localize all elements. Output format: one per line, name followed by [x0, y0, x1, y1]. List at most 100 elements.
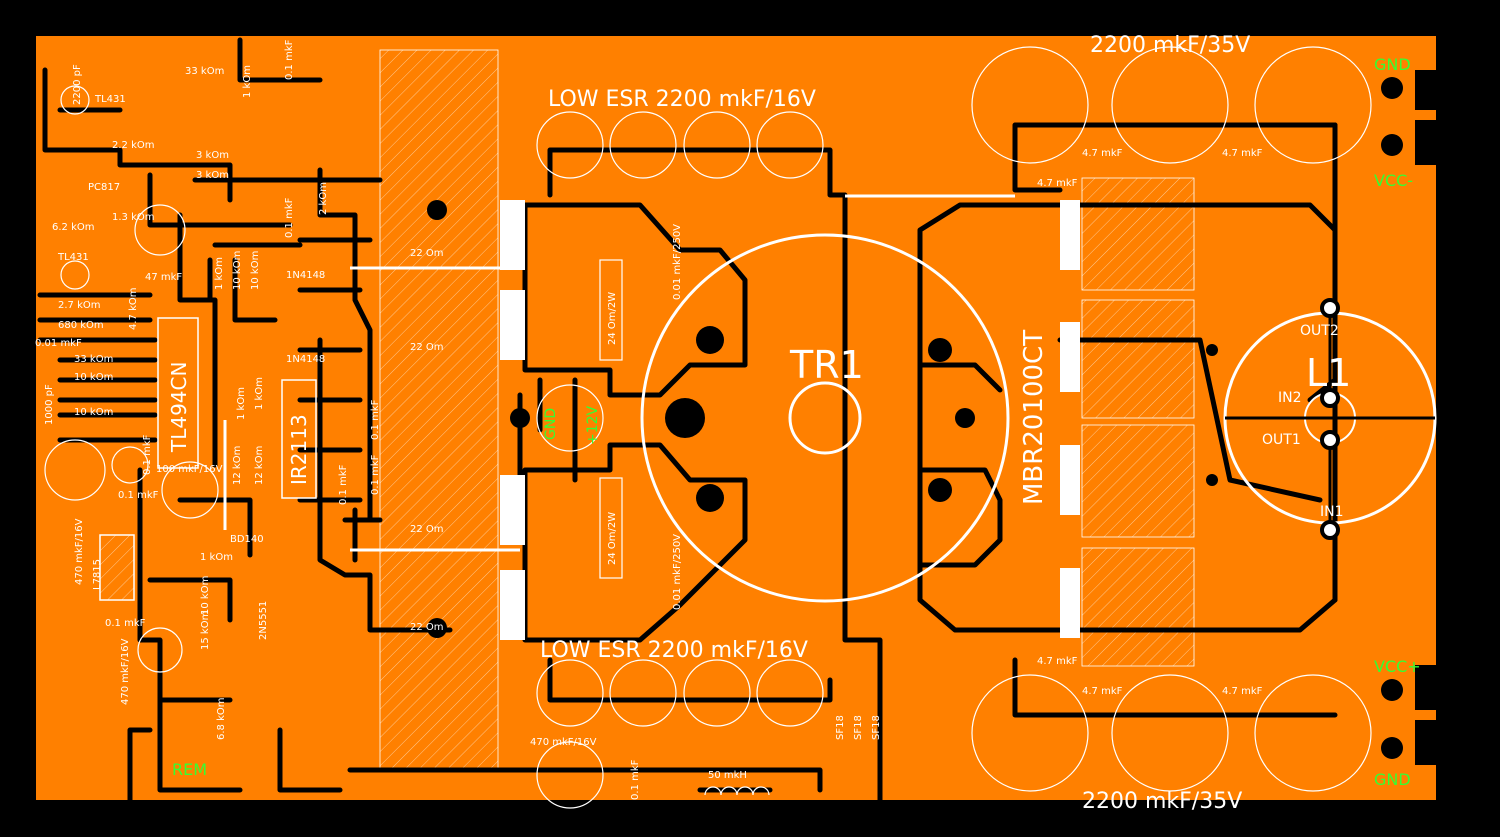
label-tl431-top: TL431 — [94, 94, 126, 105]
label-c-470-c: 470 mkF/16V — [530, 737, 597, 748]
label-c-47mkf-3: 4.7 mkF — [1037, 178, 1078, 189]
label-c-47mkf-1: 4.7 mkF — [1082, 148, 1123, 159]
mosfet-package-mid — [500, 290, 525, 360]
heatsink-area-right-3 — [1081, 424, 1195, 538]
traces — [37, 37, 1338, 803]
label-r-2k: 2 kOm — [318, 182, 329, 215]
label-c-001: 0.01 mkF — [35, 338, 82, 349]
label-r-10k-b: 10 kOm — [74, 407, 113, 418]
pin-in2-label: IN2 — [1278, 390, 1302, 406]
label-sf18-c: SF18 — [871, 715, 882, 740]
label-r-33k-b: 33 kOm — [74, 354, 113, 365]
label-c-470-b: 470 mkF/16V — [120, 638, 131, 705]
inductor-50mkh-coil — [704, 786, 770, 796]
label-c-001-250a: 0.01 mkF/250V — [672, 224, 683, 300]
label-r-1k-a: 1 kOm — [236, 387, 247, 420]
label-r-12k-b: 12 kOm — [254, 446, 265, 485]
mosfet-package-top — [500, 200, 525, 270]
inductor-label: L1 — [1306, 351, 1351, 395]
label-bd140: BD140 — [230, 534, 264, 545]
label-r-10k-c: 10 kOm — [232, 251, 243, 290]
heatsink-area-right-2 — [1081, 299, 1195, 419]
label-c-01-ir2: 0.1 mkF — [370, 454, 381, 495]
pwm-ic-label: TL494CN — [167, 362, 191, 453]
label-c-01-b: 0.1 mkF — [142, 434, 153, 475]
cap-bank-bottom-label: 2200 mkF/35V — [1082, 789, 1242, 814]
pin-in1-label: IN1 — [1320, 504, 1344, 520]
label-r-3k-b: 3 kOm — [196, 170, 229, 181]
label-c-47mkf-6: 4.7 mkF — [1222, 686, 1263, 697]
label-r-10k-d: 10 kOm — [250, 251, 261, 290]
label-r-24om-a: 24 Om/2W — [607, 292, 618, 345]
label-r-1k-mid: 1 kOm — [214, 257, 225, 290]
label-r-3k-a: 3 kOm — [196, 150, 229, 161]
label-c-47mkf-2: 4.7 mkF — [1222, 148, 1263, 159]
white-jumpers — [223, 194, 1015, 552]
resistor-24om-bottom — [599, 477, 623, 579]
rectifier-label: MBR20100CT — [1019, 330, 1049, 505]
ir2113-package — [281, 379, 317, 499]
mounting-holes — [427, 77, 1403, 759]
label-r-22k: 2.2 kOm — [112, 140, 155, 151]
label-d-1n4148-b: 1N4148 — [286, 354, 325, 365]
pin-out1-label: OUT1 — [1262, 432, 1301, 448]
component-labels: 2200 pF TL431 33 kOm 1 kOm 0.1 mkF 2.2 k… — [35, 39, 1263, 800]
label-sf18-a: SF18 — [835, 715, 846, 740]
label-c-47mkf: 47 mkF — [145, 272, 182, 283]
connector-labels: GND VCC- VCC+ GND REM GND +12V — [172, 55, 1421, 789]
capacitor-outlines — [44, 46, 1372, 809]
label-l-50mkh: 50 mkH — [708, 770, 747, 781]
label-r-10k-e: 10 kOm — [200, 576, 211, 615]
diode-package-1 — [1060, 200, 1080, 270]
diode-package-2 — [1060, 322, 1080, 392]
heatsink-area-left — [379, 49, 499, 771]
label-c-01-mid: 0.1 mkF — [284, 197, 295, 238]
in-gnd-label: GND — [543, 408, 559, 440]
label-c-1000pf: 1000 pF — [44, 384, 55, 425]
label-pc817: PC817 — [88, 182, 120, 193]
label-r-10k-a: 10 kOm — [74, 372, 113, 383]
low-esr-bottom-label: LOW ESR 2200 mkF/16V — [540, 638, 808, 663]
pin-out2-label: OUT2 — [1300, 323, 1339, 339]
label-r-13k: 1.3 kOm — [112, 212, 155, 223]
cap-bank-top-label: 2200 mkF/35V — [1090, 33, 1250, 58]
label-r-27k: 2.7 kOm — [58, 300, 101, 311]
label-r-1k-top: 1 kOm — [242, 65, 253, 98]
label-c-01-ir3: 0.1 mkF — [338, 464, 349, 505]
inductor-traces — [1225, 316, 1435, 524]
inductor-pin-labels: OUT2 IN2 OUT1 IN1 — [1262, 323, 1344, 520]
l7815-package — [99, 534, 135, 601]
label-r-33k: 33 kOm — [185, 66, 224, 77]
mosfet-package-bottom — [500, 570, 525, 640]
label-c-001-250b: 0.01 mkF/250V — [672, 534, 683, 610]
label-tl431-bot: TL431 — [57, 252, 89, 263]
label-c-47mkf-4: 4.7 mkF — [1037, 656, 1078, 667]
low-esr-top-label: LOW ESR 2200 mkF/16V — [548, 87, 816, 112]
label-c-01-bot: 0.1 mkF — [630, 759, 641, 800]
label-r-22om-4: 22 Om — [410, 622, 444, 633]
label-c-2200pf: 2200 pF — [72, 64, 83, 105]
label-c-100mkf: 100 mkF/16V — [156, 464, 223, 475]
label-r-12k-a: 12 kOm — [232, 446, 243, 485]
label-c-01-ir: 0.1 mkF — [370, 399, 381, 440]
label-sf18-b: SF18 — [853, 715, 864, 740]
in-12v-label: +12V — [585, 405, 601, 445]
label-c-01-low: 0.1 mkF — [105, 618, 146, 629]
transformer-outline — [640, 233, 1010, 603]
label-c-470-a: 470 mkF/16V — [74, 518, 85, 585]
label-r-22om-3: 22 Om — [410, 524, 444, 535]
label-r-15k: 15 kOm — [200, 611, 211, 650]
transformer-center — [788, 381, 862, 455]
heatsink-area-right-1 — [1081, 177, 1195, 291]
label-l7815: L7815 — [92, 559, 103, 590]
label-r-1k-b: 1 kOm — [254, 377, 265, 410]
label-c-47mkf-5: 4.7 mkF — [1082, 686, 1123, 697]
label-r-22om-1: 22 Om — [410, 248, 444, 259]
label-r-1k-bd: 1 kOm — [200, 552, 233, 563]
vcc-minus-label: VCC- — [1374, 171, 1413, 190]
label-r-22om-2: 22 Om — [410, 342, 444, 353]
gnd-bottom-label: GND — [1374, 770, 1411, 789]
label-r-680k: 680 kOm — [58, 320, 104, 331]
tl494-package — [157, 317, 199, 469]
